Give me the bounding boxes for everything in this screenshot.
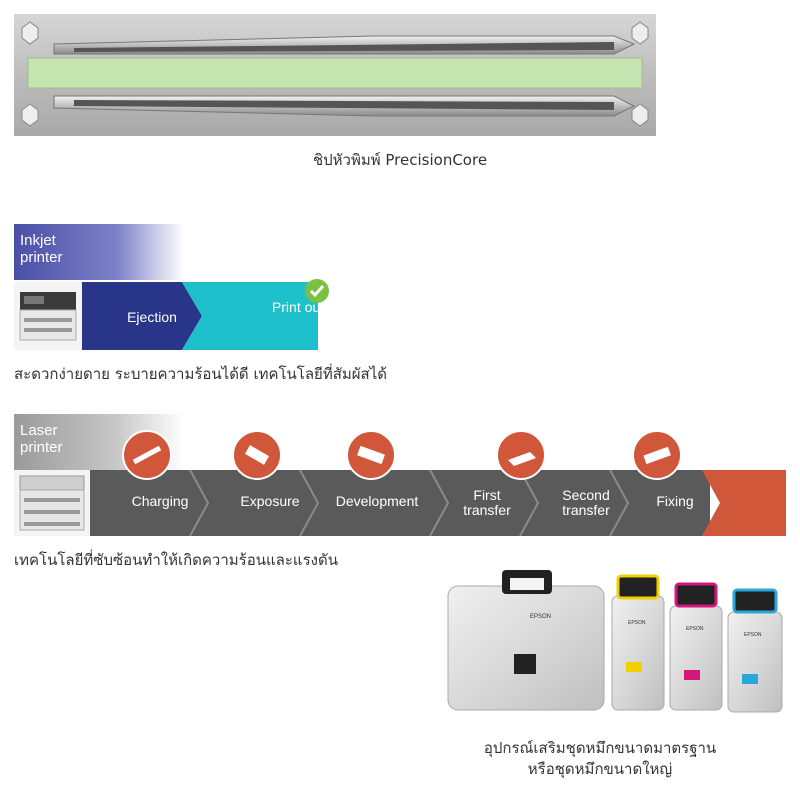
charging-icon (122, 430, 172, 480)
inkjet-flow-bar (82, 282, 322, 350)
ink-packs-caption: อุปกรณ์เสริมชุดหมึกขนาดมาตรฐาน หรือชุดหม… (483, 739, 717, 778)
development-icon (346, 430, 396, 480)
exposure-icon (232, 430, 282, 480)
svg-text:EPSON: EPSON (628, 620, 646, 626)
laser-flow-bar (90, 469, 786, 537)
laser-step-fixing: Fixing (656, 493, 694, 509)
laser-title: Laser printer (20, 422, 63, 456)
check-icon (304, 278, 330, 304)
ink-packs-image: EPSON EPSON EPSON EPSON (446, 568, 786, 718)
inkjet-title: Inkjet printer (20, 232, 63, 266)
laser-step-charging: Charging (131, 493, 189, 509)
laser-caption: เทคโนโลยีที่ซับซ้อนทำให้เกิดความร้อนและแ… (14, 551, 338, 569)
inkjet-step-ejection: Ejection (127, 309, 177, 325)
svg-text:EPSON: EPSON (686, 626, 704, 632)
svg-text:EPSON: EPSON (530, 614, 551, 620)
laser-step-exposure: Exposure (240, 493, 300, 509)
first-transfer-icon (496, 430, 546, 480)
inkjet-printer-icon (14, 282, 82, 350)
printhead-caption: ชิปหัวพิมพ์ PrecisionCore (312, 151, 488, 169)
laser-printer-icon (14, 470, 90, 536)
svg-text:EPSON: EPSON (744, 632, 762, 638)
fixing-icon (632, 430, 682, 480)
inkjet-title-box (14, 224, 184, 280)
inkjet-caption: สะดวกง่ายดาย ระบายความร้อนได้ดี เทคโนโลย… (14, 365, 388, 383)
printhead-chip-image (14, 14, 656, 136)
laser-step-development: Development (335, 493, 419, 509)
inkjet-step-printout: Print out (271, 299, 325, 315)
